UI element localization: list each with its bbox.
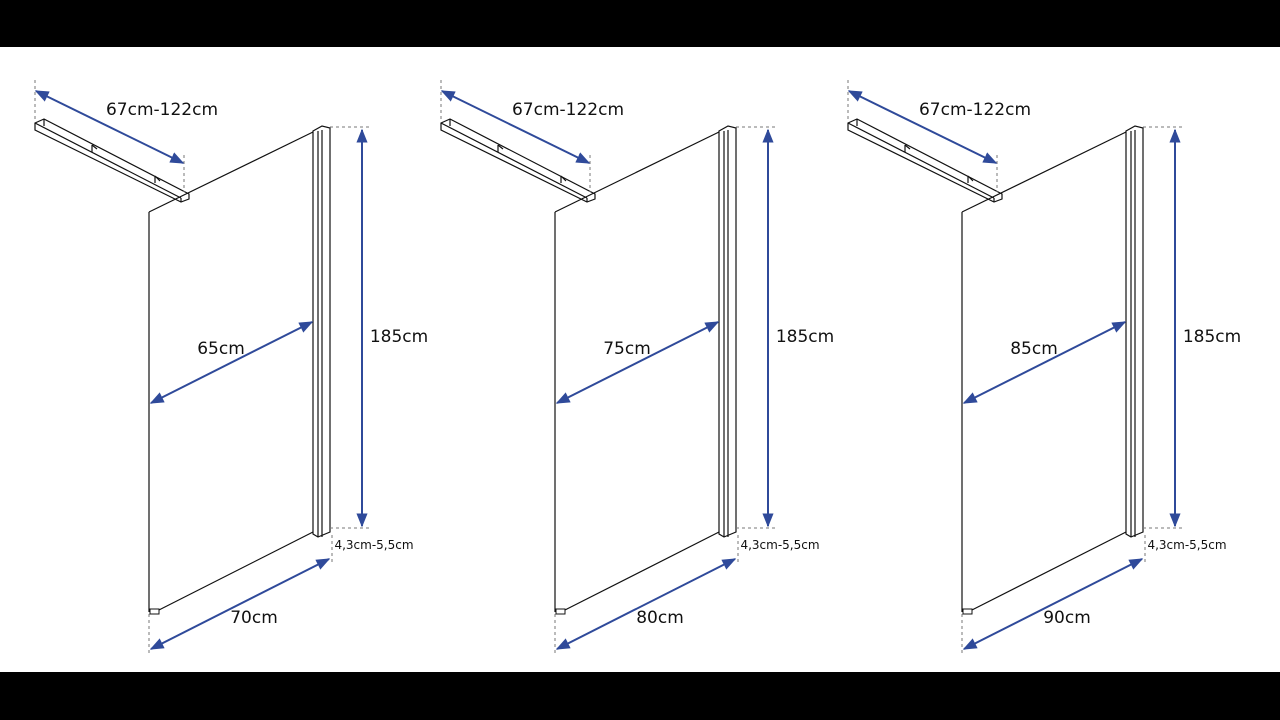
rail-length-label: 67cm-122cm xyxy=(106,100,218,120)
glass-bottom-edge xyxy=(560,531,720,613)
rail-joint xyxy=(967,175,974,182)
glass-width-label: 65cm xyxy=(197,339,245,359)
total-width-arrow xyxy=(962,558,1144,650)
rail-length-label: 67cm-122cm xyxy=(512,100,624,120)
rail-length-label: 67cm-122cm xyxy=(919,100,1031,120)
floor-foot xyxy=(149,608,160,615)
profile-adjust-label: 4,3cm-5,5cm xyxy=(740,538,819,552)
telescopic-rail xyxy=(440,118,596,203)
glass-width-arrow xyxy=(555,321,720,404)
rail-edge xyxy=(847,122,995,199)
panel-2: 67cm-122cm 185cm 75cm 80cm 4,3cm-5,5cm xyxy=(440,80,834,656)
letterbox-top xyxy=(0,0,1280,47)
total-width-label: 90cm xyxy=(1043,608,1091,628)
rail-length-arrow xyxy=(34,90,185,164)
telescopic-rail xyxy=(34,118,190,203)
rail-joint xyxy=(560,175,567,182)
telescopic-rail xyxy=(847,118,1003,203)
rail-edge xyxy=(34,122,182,199)
height-label: 185cm xyxy=(776,327,834,347)
glass-width-label: 85cm xyxy=(1010,339,1058,359)
shower-panels-diagram: 67cm-122cm185cm65cm70cm4,3cm-5,5cm67cm-1… xyxy=(34,80,1241,656)
rail-edge xyxy=(440,122,588,199)
total-width-arrow xyxy=(555,558,737,650)
height-label: 185cm xyxy=(1183,327,1241,347)
panel-1: 67cm-122cm 185cm 65cm 70cm 4,3cm-5,5cm xyxy=(34,80,428,656)
glass-bottom-edge xyxy=(967,531,1127,613)
rail-length-arrow xyxy=(440,90,591,164)
height-label: 185cm xyxy=(370,327,428,347)
glass-width-label: 75cm xyxy=(603,339,651,359)
rail-length-arrow xyxy=(847,90,998,164)
profile-adjust-label: 4,3cm-5,5cm xyxy=(334,538,413,552)
total-width-label: 80cm xyxy=(636,608,684,628)
letterbox-bottom xyxy=(0,672,1280,720)
glass-bottom-edge xyxy=(154,531,314,613)
profile-adjust-label: 4,3cm-5,5cm xyxy=(1147,538,1226,552)
panel-3: 67cm-122cm 185cm 85cm 90cm 4,3cm-5,5cm xyxy=(847,80,1241,656)
floor-foot xyxy=(962,608,973,615)
glass-top-edge xyxy=(961,131,1127,213)
floor-foot xyxy=(555,608,566,615)
glass-top-edge xyxy=(554,131,720,213)
glass-width-arrow xyxy=(149,321,314,404)
total-width-arrow xyxy=(149,558,331,650)
total-width-label: 70cm xyxy=(230,608,278,628)
glass-width-arrow xyxy=(962,321,1127,404)
glass-top-edge xyxy=(148,131,314,213)
rail-joint xyxy=(154,175,161,182)
